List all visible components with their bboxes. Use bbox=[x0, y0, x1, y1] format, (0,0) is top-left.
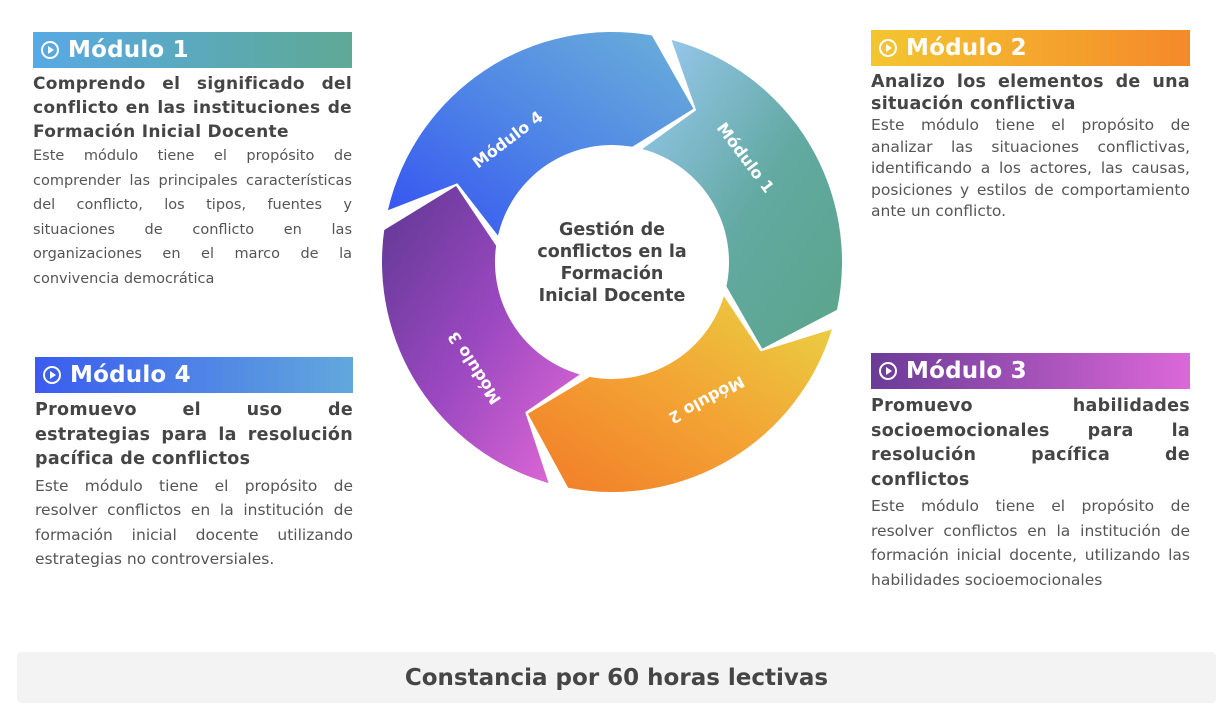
segment-1[interactable] bbox=[642, 39, 842, 349]
play-circle-icon bbox=[41, 41, 59, 59]
footer-banner: Constancia por 60 horas lectivas bbox=[17, 652, 1216, 703]
module-1-description: Este módulo tiene el propósito de compre… bbox=[33, 148, 352, 287]
module-3-header[interactable]: Módulo 3 bbox=[871, 353, 1190, 389]
center-line-3: Formación bbox=[561, 264, 664, 284]
module-4-block: Módulo 4 Promuevo el uso de estrategias … bbox=[35, 357, 353, 572]
module-2-header[interactable]: Módulo 2 bbox=[871, 30, 1190, 66]
module-1-block: Módulo 1 Comprendo el significado del co… bbox=[33, 32, 352, 291]
segment-4[interactable] bbox=[387, 32, 694, 236]
module-4-title: Módulo 4 bbox=[70, 362, 191, 388]
segment-2[interactable] bbox=[527, 296, 832, 492]
module-1-header[interactable]: Módulo 1 bbox=[33, 32, 352, 68]
module-4-header[interactable]: Módulo 4 bbox=[35, 357, 353, 393]
module-1-subtitle: Comprendo el significado del conflicto e… bbox=[33, 74, 352, 142]
segment-3[interactable] bbox=[382, 185, 580, 484]
center-line-1: Gestión de bbox=[559, 220, 665, 240]
module-2-block: Módulo 2 Analizo los elementos de una si… bbox=[871, 30, 1190, 223]
module-4-description: Este módulo tiene el propósito de resolv… bbox=[35, 476, 353, 569]
module-2-title: Módulo 2 bbox=[906, 35, 1027, 61]
play-circle-icon bbox=[43, 366, 61, 384]
module-2-description: Este módulo tiene el propósito de analiz… bbox=[871, 116, 1190, 220]
module-1-title: Módulo 1 bbox=[68, 37, 189, 63]
center-line-2: conflictos en la bbox=[537, 242, 686, 262]
center-circle bbox=[515, 165, 709, 359]
module-2-subtitle: Analizo los elementos de una situación c… bbox=[871, 72, 1190, 114]
play-circle-icon bbox=[879, 362, 897, 380]
module-3-title: Módulo 3 bbox=[906, 358, 1027, 384]
module-3-subtitle: Promuevo habilidades socioemocionales pa… bbox=[871, 396, 1190, 490]
module-3-block: Módulo 3 Promuevo habilidades socioemoci… bbox=[871, 353, 1190, 592]
center-line-4: Inicial Docente bbox=[539, 286, 686, 306]
cycle-wheel: Gestión de conflictos en la Formación In… bbox=[382, 32, 842, 492]
play-circle-icon bbox=[879, 39, 897, 57]
module-4-subtitle: Promuevo el uso de estrategias para la r… bbox=[35, 400, 353, 469]
module-3-description: Este módulo tiene el propósito de resolv… bbox=[871, 497, 1190, 589]
